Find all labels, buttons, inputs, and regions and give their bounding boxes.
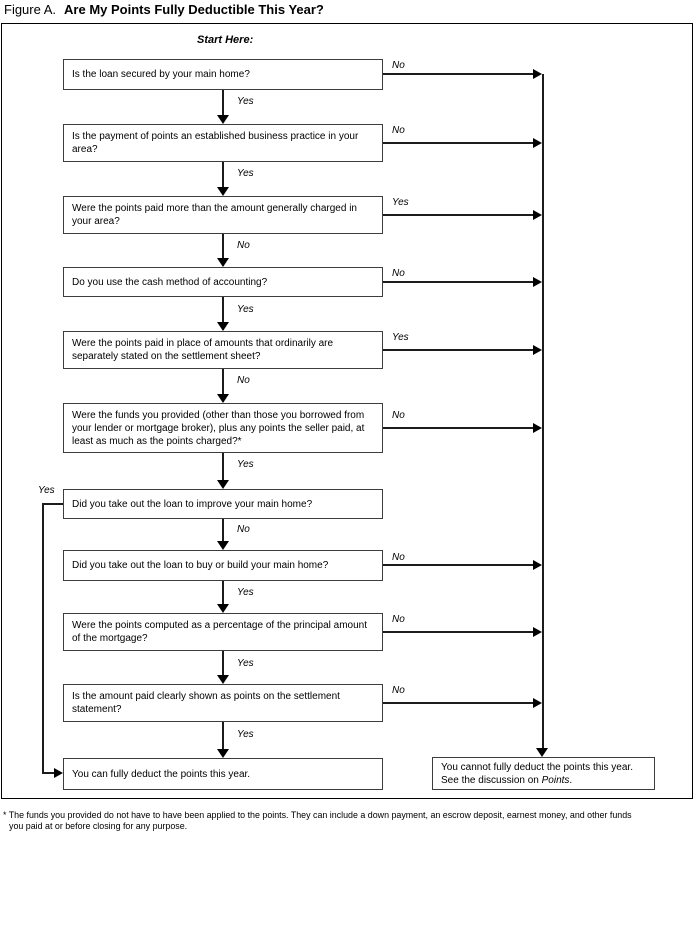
- flow-line: [383, 214, 533, 216]
- flow-line: [42, 503, 63, 505]
- flow-line: [222, 90, 224, 116]
- question-text: Were the points paid more than the amoun…: [72, 203, 357, 227]
- branch-label-side-9: No: [392, 614, 405, 625]
- branch-label-side-1: No: [392, 60, 405, 71]
- question-text: Is the amount paid clearly shown as poin…: [72, 691, 340, 715]
- arrow-right-icon: [533, 138, 542, 148]
- outcome-node-cannot-deduct: You cannot fully deduct the points this …: [432, 757, 655, 790]
- outcome-text-suffix: .: [569, 774, 573, 786]
- branch-label-down-4: Yes: [237, 304, 254, 315]
- arrow-down-icon: [217, 322, 229, 331]
- flow-line: [222, 453, 224, 480]
- arrow-down-icon: [536, 748, 548, 757]
- outcome-text: You can fully deduct the points this yea…: [72, 768, 251, 780]
- arrow-down-icon: [217, 394, 229, 403]
- question-text: Were the points paid in place of amounts…: [72, 338, 334, 362]
- flow-line: [222, 162, 224, 187]
- arrow-down-icon: [217, 675, 229, 684]
- page-title: Figure A. Are My Points Fully Deductible …: [4, 2, 324, 17]
- figure-label: Figure A.: [4, 2, 57, 17]
- start-here-label: Start Here:: [197, 34, 254, 46]
- branch-label-down-3: No: [237, 240, 250, 251]
- flow-line: [222, 297, 224, 322]
- question-text: Do you use the cash method of accounting…: [72, 276, 268, 288]
- flow-line: [383, 281, 533, 283]
- arrow-right-icon: [533, 627, 542, 637]
- figure-name: Are My Points Fully Deductible This Year…: [64, 2, 324, 17]
- question-node-7: Did you take out the loan to improve you…: [63, 489, 383, 519]
- arrow-right-icon: [533, 210, 542, 220]
- branch-label-down-10: Yes: [237, 729, 254, 740]
- flow-line: [542, 74, 544, 749]
- outcome-text-italic: Points: [541, 774, 570, 786]
- branch-label-side-4: No: [392, 268, 405, 279]
- flow-line: [222, 519, 224, 541]
- question-node-10: Is the amount paid clearly shown as poin…: [63, 684, 383, 722]
- question-text: Were the points computed as a percentage…: [72, 620, 367, 644]
- flow-line: [42, 772, 55, 774]
- arrow-down-icon: [217, 187, 229, 196]
- flow-line: [222, 234, 224, 258]
- question-node-3: Were the points paid more than the amoun…: [63, 196, 383, 234]
- branch-label-side-3: Yes: [392, 197, 409, 208]
- branch-label-down-9: Yes: [237, 658, 254, 669]
- arrow-right-icon: [533, 69, 542, 79]
- branch-label-side-7: Yes: [38, 485, 55, 496]
- branch-label-side-6: No: [392, 410, 405, 421]
- footnote: * The funds you provided do not have to …: [3, 810, 694, 832]
- question-text: Is the payment of points an established …: [72, 131, 359, 155]
- question-node-5: Were the points paid in place of amounts…: [63, 331, 383, 369]
- question-text: Is the loan secured by your main home?: [72, 69, 250, 80]
- question-text: Were the funds you provided (other than …: [72, 409, 365, 447]
- arrow-down-icon: [217, 749, 229, 758]
- question-node-9: Were the points computed as a percentage…: [63, 613, 383, 651]
- flow-line: [383, 564, 533, 566]
- arrow-right-icon: [533, 560, 542, 570]
- flow-line: [383, 349, 533, 351]
- outcome-text: You cannot fully deduct the points this …: [441, 761, 644, 787]
- branch-label-down-7: No: [237, 524, 250, 535]
- flow-line: [383, 142, 533, 144]
- branch-label-down-6: Yes: [237, 459, 254, 470]
- flow-line: [222, 369, 224, 394]
- question-node-1: Is the loan secured by your main home?: [63, 59, 383, 90]
- branch-label-down-1: Yes: [237, 96, 254, 107]
- flow-line: [383, 631, 533, 633]
- arrow-down-icon: [217, 604, 229, 613]
- flow-line: [383, 427, 533, 429]
- branch-label-side-2: No: [392, 125, 405, 136]
- arrow-down-icon: [217, 480, 229, 489]
- arrow-right-icon: [533, 277, 542, 287]
- arrow-right-icon: [533, 423, 542, 433]
- flow-line: [42, 503, 44, 773]
- footnote-line-1: * The funds you provided do not have to …: [3, 810, 632, 820]
- question-node-6: Were the funds you provided (other than …: [63, 403, 383, 453]
- arrow-down-icon: [217, 115, 229, 124]
- question-text: Did you take out the loan to improve you…: [72, 498, 313, 510]
- branch-label-down-2: Yes: [237, 168, 254, 179]
- outcome-text-prefix: You cannot fully deduct the points this …: [441, 761, 633, 786]
- arrow-right-icon: [533, 698, 542, 708]
- question-node-8: Did you take out the loan to buy or buil…: [63, 550, 383, 581]
- arrow-right-icon: [533, 345, 542, 355]
- branch-label-side-8: No: [392, 552, 405, 563]
- arrow-down-icon: [217, 541, 229, 550]
- question-node-2: Is the payment of points an established …: [63, 124, 383, 162]
- branch-label-down-8: Yes: [237, 587, 254, 598]
- branch-label-side-5: Yes: [392, 332, 409, 343]
- footnote-line-2: you paid at or before closing for any pu…: [9, 821, 188, 831]
- question-text: Did you take out the loan to buy or buil…: [72, 560, 329, 571]
- branch-label-side-10: No: [392, 685, 405, 696]
- branch-label-down-5: No: [237, 375, 250, 386]
- outcome-node-can-deduct: You can fully deduct the points this yea…: [63, 758, 383, 790]
- flow-line: [222, 722, 224, 749]
- question-node-4: Do you use the cash method of accounting…: [63, 267, 383, 297]
- flow-line: [222, 651, 224, 675]
- flow-line: [222, 581, 224, 604]
- arrow-down-icon: [217, 258, 229, 267]
- arrow-right-icon: [54, 768, 63, 778]
- flow-line: [383, 73, 533, 75]
- flow-line: [383, 702, 533, 704]
